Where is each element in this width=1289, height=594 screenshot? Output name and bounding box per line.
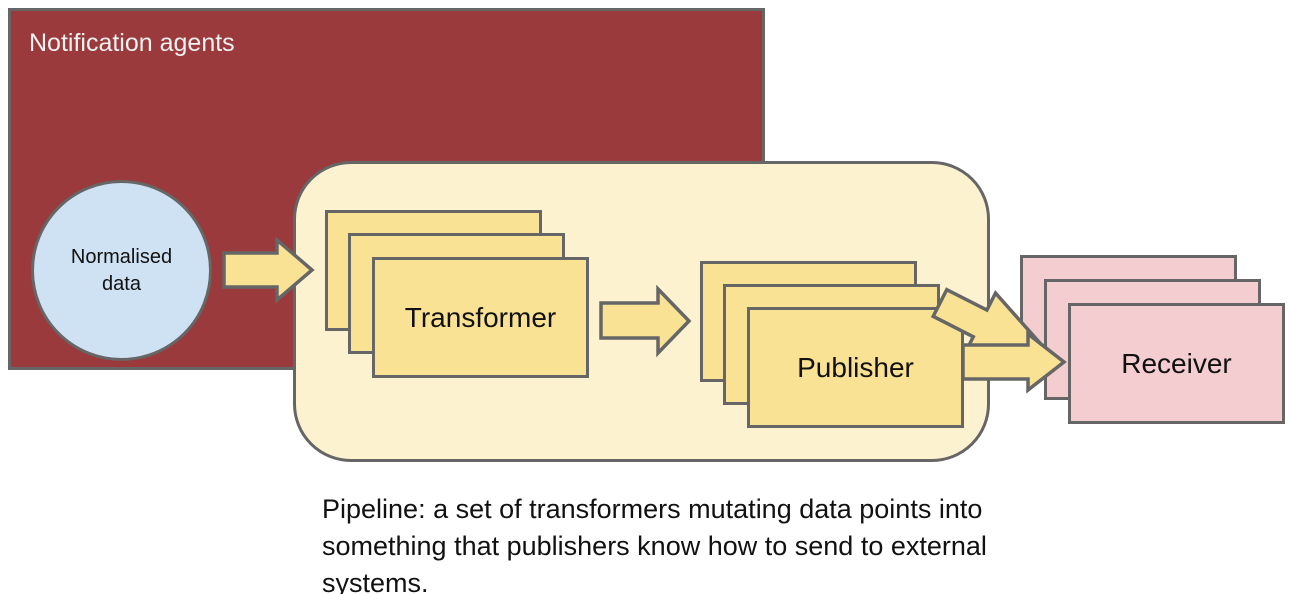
publisher-label: Publisher	[797, 351, 914, 383]
normalised-data-label: Normalised data	[70, 245, 173, 295]
transformer-node: Transformer	[372, 257, 589, 378]
receiver-node: Receiver	[1068, 303, 1285, 424]
transformer-label: Transformer	[404, 301, 557, 333]
notification-agents-label: Notification agents	[29, 29, 235, 57]
receiver-label: Receiver	[1121, 347, 1232, 379]
caption-text: Pipeline: a set of transformers mutating…	[322, 494, 987, 594]
normalised-data-node: Normalised data	[31, 180, 212, 361]
publisher-node: Publisher	[747, 307, 964, 428]
